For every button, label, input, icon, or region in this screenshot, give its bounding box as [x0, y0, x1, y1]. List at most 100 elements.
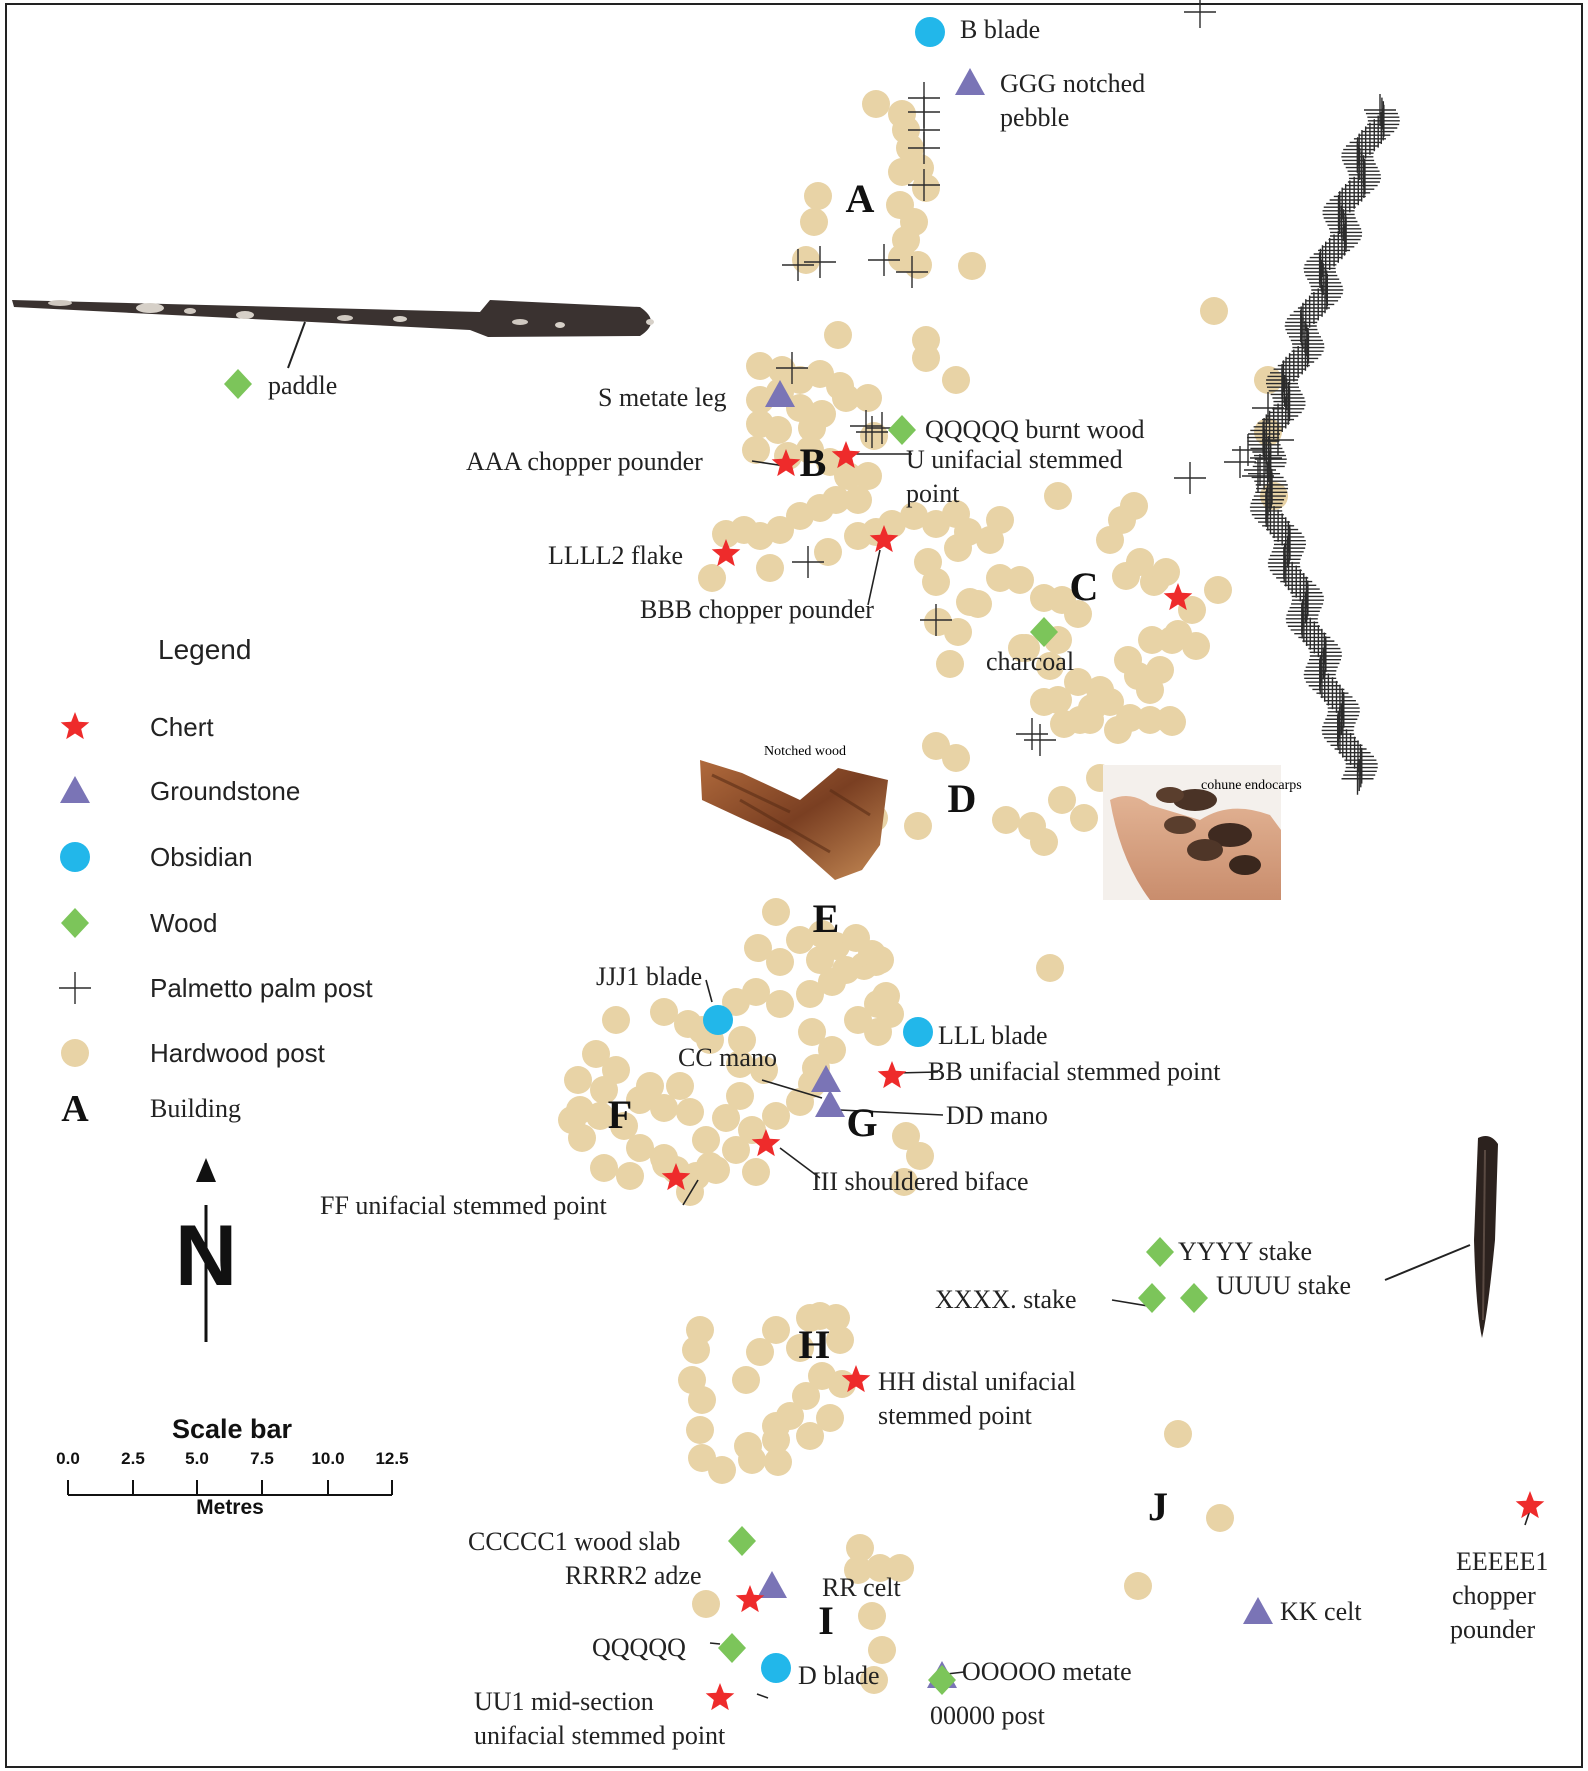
hardwood-post [942, 366, 970, 394]
artifact-label: BB unifacial stemmed point [928, 1057, 1221, 1086]
groundstone-triangle-icon [1243, 1597, 1273, 1624]
hardwood-post [688, 1386, 716, 1414]
hardwood-post [888, 158, 916, 186]
hardwood-post [712, 520, 740, 548]
scale-tick-label: 0.0 [56, 1449, 80, 1468]
hardwood-post [892, 1122, 920, 1150]
hardwood-post [814, 538, 842, 566]
hardwood-post [904, 812, 932, 840]
hardwood-post [906, 1142, 934, 1170]
notched-wood-photo [700, 760, 888, 880]
palm-post-icon [908, 169, 940, 201]
hardwood-post [746, 1338, 774, 1366]
hardwood-post [792, 1382, 820, 1410]
legend-item-hardwood-post: Hardwood post [61, 1038, 326, 1068]
building-label-h: H [798, 1322, 829, 1367]
obsidian-circle-icon [703, 1005, 733, 1035]
hardwood-post [746, 352, 774, 380]
palm-post-icon [1232, 434, 1264, 466]
hardwood-post [818, 1036, 846, 1064]
hardwood-post [944, 534, 972, 562]
artifact-label: JJJ1 blade [596, 962, 702, 991]
scale-tick-label: 10.0 [311, 1449, 344, 1468]
hardwood-post [922, 568, 950, 596]
hardwood-post [826, 1326, 854, 1354]
hardwood-post [1064, 668, 1092, 696]
groundstone-triangle-icon [811, 1065, 841, 1092]
hardwood-post [1112, 562, 1140, 590]
hardwood-post [734, 1432, 762, 1460]
artifact-label: pebble [1000, 103, 1069, 132]
hardwood-post [816, 1404, 844, 1432]
hardwood-post [824, 321, 852, 349]
hardwood-post [1104, 716, 1132, 744]
hardwood-post [762, 1316, 790, 1344]
hardwood-post [692, 1590, 720, 1618]
hardwood-post [1064, 600, 1092, 628]
palm-post-icon [1341, 762, 1374, 795]
hardwood-post [858, 1602, 886, 1630]
hardwood-post [582, 1040, 610, 1068]
scale-bar-unit: Metres [196, 1496, 264, 1519]
building-label-g: G [846, 1100, 877, 1145]
palm-post-icon [776, 352, 808, 384]
hardwood-post [750, 1056, 778, 1084]
hardwood-post [1048, 786, 1076, 814]
hardwood-post [1066, 706, 1094, 734]
hardwood-post [786, 1334, 814, 1362]
hardwood-post [728, 1026, 756, 1054]
hardwood-post [832, 384, 860, 412]
hardwood-post [942, 744, 970, 772]
artifact-label: XXXX. stake [935, 1285, 1077, 1314]
hardwood-post [686, 1416, 714, 1444]
hardwood-post [862, 90, 890, 118]
hardwood-post [958, 252, 986, 280]
hardwood-post [610, 1112, 638, 1140]
hardwood-post [912, 174, 940, 202]
hardwood-post [1086, 676, 1114, 704]
palm-post-icon [850, 410, 882, 442]
chert-star-icon [735, 1585, 765, 1613]
hardwood-post [766, 990, 794, 1018]
chert-star-icon [711, 539, 741, 567]
legend-item-label: Building [150, 1094, 241, 1123]
legend-item-obsidian: Obsidian [60, 842, 253, 872]
hardwood-post [682, 1336, 710, 1364]
hardwood-post [590, 1154, 618, 1182]
hardwood-post [712, 1104, 740, 1132]
hardwood-post [804, 182, 832, 210]
chert-star-icon [877, 1061, 907, 1089]
legend-item-chert: Chert [60, 712, 214, 742]
artifact-label: charcoal [986, 647, 1074, 676]
north-label: N [175, 1208, 237, 1304]
palm-post-icon [59, 972, 91, 1004]
artifact-label: stemmed point [878, 1401, 1033, 1430]
hardwood-post [726, 1050, 754, 1078]
building-label-i: I [818, 1598, 834, 1643]
north-arrow: N [175, 1158, 237, 1342]
wood-diamond-icon [1180, 1283, 1208, 1313]
artifact-label: EEEEE1 [1456, 1547, 1548, 1576]
hardwood-post [818, 968, 846, 996]
artifact-label: chopper [1452, 1581, 1536, 1610]
hardwood-post-icon [61, 1039, 89, 1067]
hardwood-post [738, 1116, 766, 1144]
hardwood-post [1030, 828, 1058, 856]
building-label-d: D [948, 776, 977, 821]
building-label-b: B [800, 440, 827, 485]
arrow-head-icon [196, 1158, 216, 1182]
artifact-label: S metate leg [598, 383, 727, 412]
hardwood-post [692, 1126, 720, 1154]
hardwood-post [1164, 1420, 1192, 1448]
cohune-photo [1103, 765, 1281, 900]
groundstone-triangle-icon [765, 380, 795, 407]
legend: Legend ChertGroundstoneObsidianWoodPalme… [59, 634, 373, 1130]
legend-title: Legend [158, 634, 251, 665]
scale-tick-label: 12.5 [375, 1449, 408, 1468]
hardwood-post [890, 1168, 918, 1196]
scale-bar-title: Scale bar [172, 1414, 293, 1444]
artifact-label: HH distal unifacial [878, 1367, 1076, 1396]
